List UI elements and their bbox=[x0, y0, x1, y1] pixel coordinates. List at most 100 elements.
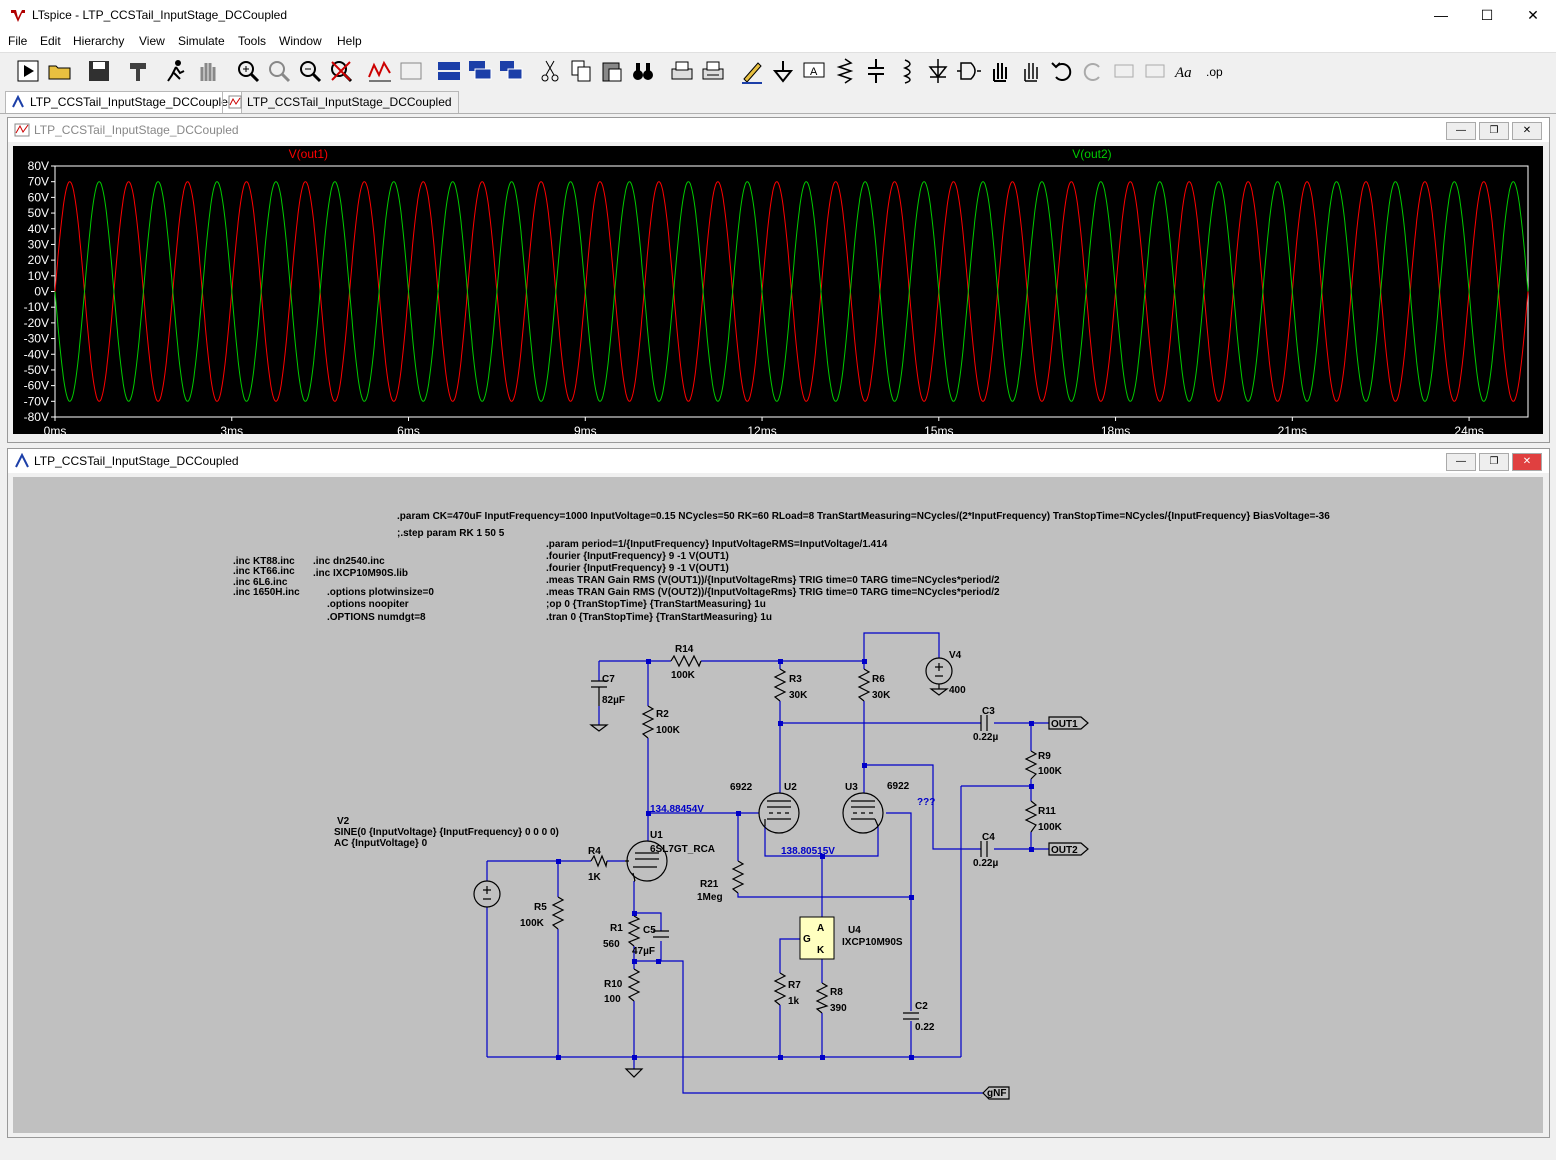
option-numdgt[interactable]: .OPTIONS numdgt=8 bbox=[327, 612, 426, 623]
value-c7: 82µF bbox=[602, 695, 625, 706]
component-icon[interactable] bbox=[955, 57, 983, 85]
mirror-icon[interactable] bbox=[1141, 57, 1169, 85]
directive-meas-1[interactable]: .meas TRAN Gain RMS (V(OUT1))/{InputVolt… bbox=[546, 575, 1000, 586]
y-tick-label: 30V bbox=[28, 237, 49, 251]
zoom-cancel-icon[interactable] bbox=[327, 57, 355, 85]
maximize-button[interactable]: ☐ bbox=[1480, 7, 1494, 23]
directive-param-period[interactable]: .param period=1/{InputFrequency} InputVo… bbox=[546, 539, 888, 550]
include-ixcp[interactable]: .inc IXCP10M90S.lib bbox=[313, 568, 408, 579]
cut-icon[interactable] bbox=[536, 57, 564, 85]
legend-v-out1-: V(out1) bbox=[289, 147, 328, 161]
draw-wire-pencil-icon[interactable] bbox=[738, 57, 766, 85]
spice-directive-op-icon[interactable]: .op bbox=[1203, 57, 1231, 85]
copy-icon[interactable] bbox=[567, 57, 595, 85]
resistor-r3 bbox=[773, 668, 787, 702]
menu-window[interactable]: Window bbox=[279, 34, 322, 48]
directive-fourier-2[interactable]: .fourier {InputFrequency} 9 -1 V(OUT1) bbox=[546, 563, 729, 574]
value-r9: 100K bbox=[1038, 766, 1063, 777]
run-icon[interactable] bbox=[14, 57, 42, 85]
waveform-chart[interactable]: 80V70V60V50V40V30V20V10V0V-10V-20V-30V-4… bbox=[13, 146, 1543, 438]
waveform-minimize-button[interactable]: — bbox=[1446, 122, 1476, 140]
close-button[interactable]: ✕ bbox=[1527, 7, 1539, 23]
include-kt88[interactable]: .inc KT88.inc bbox=[233, 556, 295, 567]
menu-file[interactable]: File bbox=[8, 34, 28, 48]
menu-view[interactable]: View bbox=[139, 34, 165, 48]
directive-param[interactable]: .param CK=470uF InputFrequency=1000 Inpu… bbox=[397, 511, 1330, 522]
x-tick-label: 18ms bbox=[1101, 424, 1130, 434]
label-c7: C7 bbox=[602, 674, 615, 685]
text-icon[interactable]: Aa bbox=[1172, 57, 1200, 85]
waveform-close-button[interactable]: ✕ bbox=[1512, 122, 1542, 140]
label-r10: R10 bbox=[604, 979, 623, 990]
save-icon[interactable] bbox=[85, 57, 113, 85]
print-icon[interactable] bbox=[699, 57, 727, 85]
pan-hand-icon[interactable] bbox=[194, 57, 222, 85]
cascade-icon[interactable] bbox=[466, 57, 494, 85]
resistor-r8 bbox=[815, 982, 829, 1014]
label-net-icon[interactable]: A bbox=[800, 57, 828, 85]
option-noopiter[interactable]: .options noopiter bbox=[327, 599, 409, 610]
option-plotwinsize[interactable]: .options plotwinsize=0 bbox=[327, 587, 434, 598]
menu-edit[interactable]: Edit bbox=[40, 34, 61, 48]
waveform-restore-button[interactable]: ❐ bbox=[1479, 122, 1509, 140]
halt-runner-icon[interactable] bbox=[162, 57, 190, 85]
label-r14: R14 bbox=[675, 644, 694, 655]
ground-icon[interactable] bbox=[769, 57, 797, 85]
resistor-r14 bbox=[670, 654, 702, 668]
menu-tools[interactable]: Tools bbox=[238, 34, 267, 48]
mosfet-u4[interactable] bbox=[799, 916, 835, 960]
y-tick-label: -30V bbox=[24, 332, 49, 346]
tile-horizontal-icon[interactable] bbox=[435, 57, 463, 85]
print-preview-icon[interactable] bbox=[668, 57, 696, 85]
menu-help[interactable]: Help bbox=[337, 34, 362, 48]
diode-icon[interactable] bbox=[924, 57, 952, 85]
drag-hand-icon[interactable] bbox=[1017, 57, 1045, 85]
tab-waveform[interactable]: LTP_CCSTail_InputStage_DCCoupled bbox=[222, 91, 459, 113]
capacitor-icon[interactable] bbox=[862, 57, 890, 85]
include-kt66[interactable]: .inc KT66.inc bbox=[233, 566, 295, 577]
schematic-restore-button[interactable]: ❐ bbox=[1479, 453, 1509, 471]
autorange-icon[interactable] bbox=[366, 57, 394, 85]
value-r10: 100 bbox=[604, 994, 621, 1005]
zoom-in-icon[interactable] bbox=[234, 57, 262, 85]
tab-schematic[interactable]: LTP_CCSTail_InputStage_DCCoupled bbox=[5, 91, 242, 113]
directive-meas-2[interactable]: .meas TRAN Gain RMS (V(OUT2))/{InputVolt… bbox=[546, 587, 1000, 598]
schematic-drawing[interactable]: .param CK=470uF InputFrequency=1000 Inpu… bbox=[13, 477, 1543, 1133]
x-tick-label: 6ms bbox=[397, 424, 420, 434]
schematic-minimize-button[interactable]: — bbox=[1446, 453, 1476, 471]
value-r14: 100K bbox=[671, 670, 696, 681]
y-tick-label: -50V bbox=[24, 363, 49, 377]
find-binoculars-icon[interactable] bbox=[629, 57, 657, 85]
resistor-icon[interactable] bbox=[831, 57, 859, 85]
directive-op[interactable]: ;op 0 {TranStopTime} {TranStartMeasuring… bbox=[546, 599, 766, 610]
minimize-button[interactable]: — bbox=[1434, 7, 1448, 23]
include-1650h[interactable]: .inc 1650H.inc bbox=[233, 587, 300, 598]
menu-hierarchy[interactable]: Hierarchy bbox=[73, 34, 125, 48]
include-dn2540[interactable]: .inc dn2540.inc bbox=[313, 556, 385, 567]
label-r3: R3 bbox=[789, 674, 802, 685]
y-tick-label: 40V bbox=[28, 222, 49, 236]
undo-icon[interactable] bbox=[1048, 57, 1076, 85]
menu-simulate[interactable]: Simulate bbox=[178, 34, 225, 48]
y-tick-label: 70V bbox=[28, 175, 49, 189]
zoom-fit-icon[interactable] bbox=[265, 57, 293, 85]
move-hand-icon[interactable] bbox=[986, 57, 1014, 85]
redo-icon[interactable] bbox=[1079, 57, 1107, 85]
include-6l6[interactable]: .inc 6L6.inc bbox=[233, 577, 288, 588]
control-panel-hammer-icon[interactable] bbox=[124, 57, 152, 85]
grid-icon[interactable] bbox=[397, 57, 425, 85]
label-v2: V2 bbox=[337, 816, 350, 827]
tile-vertical-icon[interactable] bbox=[497, 57, 525, 85]
rotate-icon[interactable] bbox=[1110, 57, 1138, 85]
paste-icon[interactable] bbox=[598, 57, 626, 85]
inductor-icon[interactable] bbox=[893, 57, 921, 85]
schematic-close-button[interactable]: ✕ bbox=[1512, 453, 1542, 471]
zoom-out-icon[interactable] bbox=[296, 57, 324, 85]
directive-tran[interactable]: .tran 0 {TranStopTime} {TranStartMeasuri… bbox=[546, 612, 772, 623]
schematic-canvas[interactable]: .param CK=470uF InputFrequency=1000 Inpu… bbox=[13, 477, 1543, 1133]
directive-step[interactable]: ;.step param RK 1 50 5 bbox=[397, 528, 505, 539]
label-c2: C2 bbox=[915, 1001, 928, 1012]
directive-fourier-1[interactable]: .fourier {InputFrequency} 9 -1 V(OUT1) bbox=[546, 551, 729, 562]
open-folder-icon[interactable] bbox=[46, 57, 74, 85]
